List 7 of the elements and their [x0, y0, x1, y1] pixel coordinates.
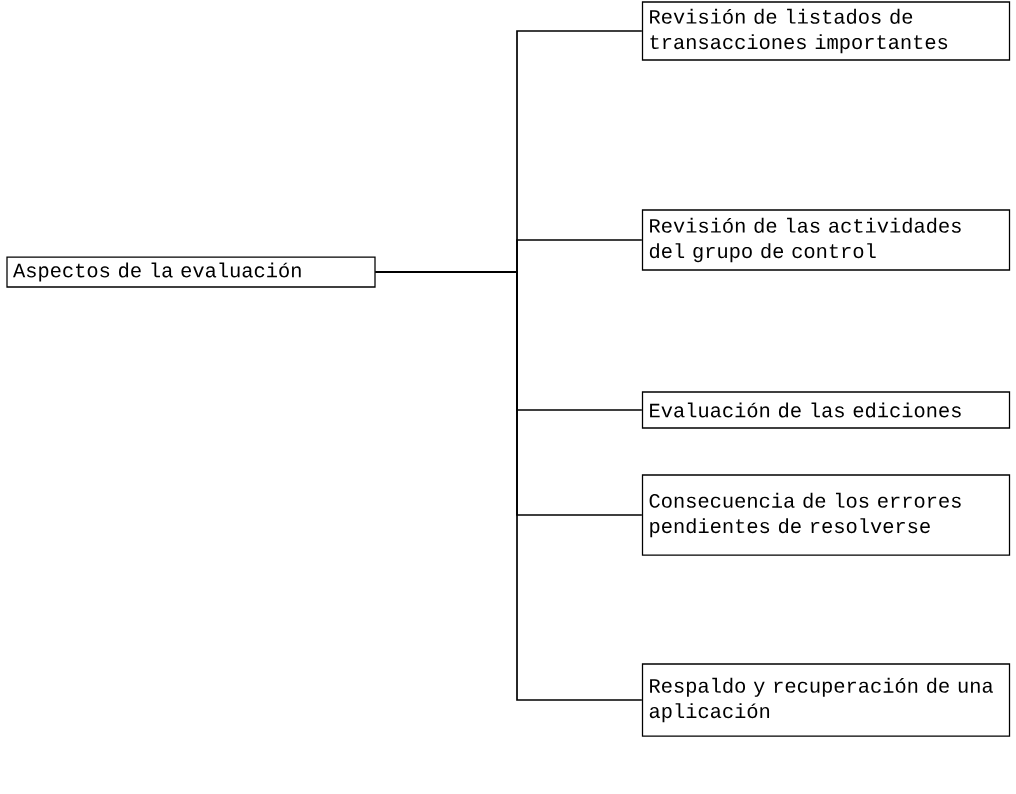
process-box: Revisión de listados de transacciones importantes: [641, 1, 1011, 61]
process-box: Revisión de las actividades del grupo de control: [641, 209, 1011, 271]
process-box: Evaluación de las ediciones: [641, 391, 1011, 429]
connector-line: [374, 271, 643, 701]
process-box: Aspectos de la evaluación: [6, 256, 376, 288]
process-box: Respaldo y recuperación de una aplicación: [641, 663, 1011, 737]
process-box: Consecuencia de los errores pendientes de resolverse: [641, 474, 1011, 556]
